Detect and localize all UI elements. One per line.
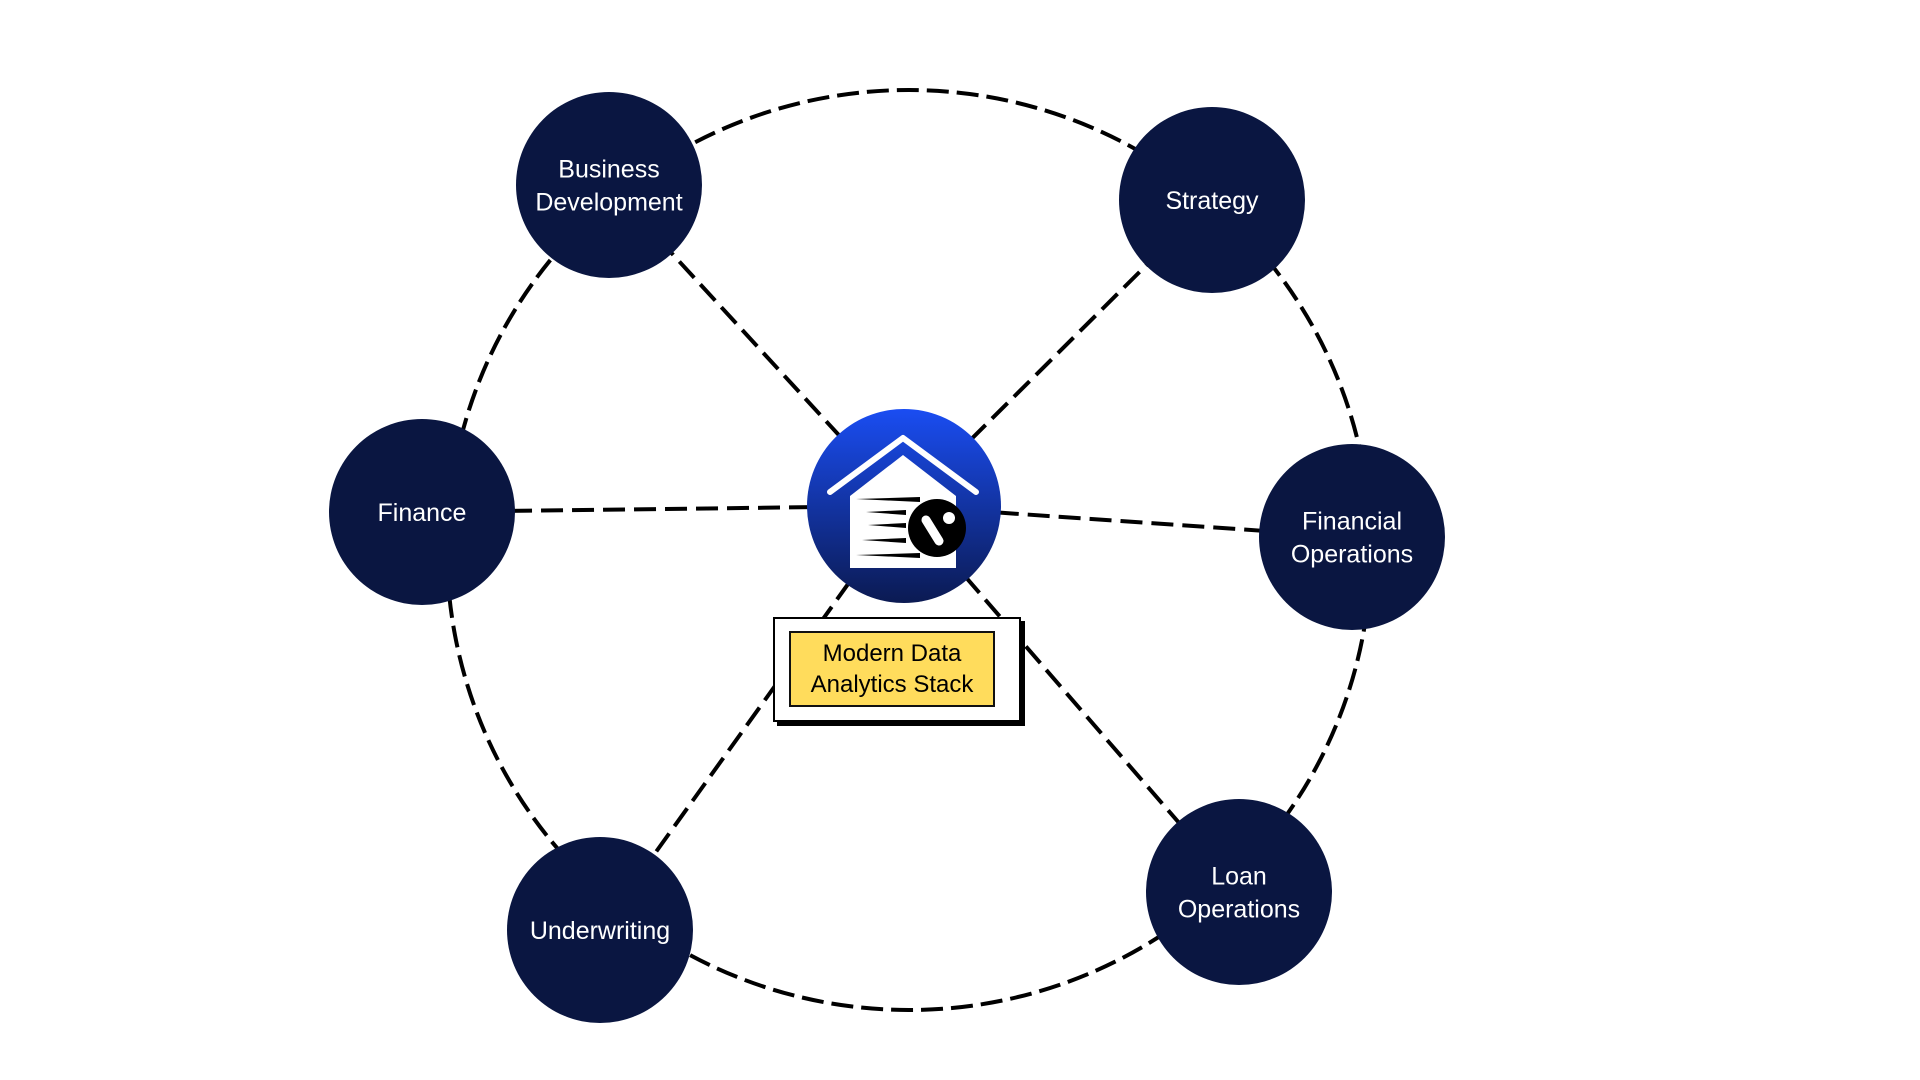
node-circle xyxy=(1146,799,1332,985)
node-label: Business xyxy=(558,156,659,184)
node-label: Underwriting xyxy=(530,917,670,945)
node-label: Operations xyxy=(1178,896,1300,924)
spoke-line-loan-operations xyxy=(902,504,1241,894)
node-circle xyxy=(1119,107,1305,293)
node-label: Development xyxy=(535,189,682,217)
node-circle xyxy=(507,837,693,1023)
node-label: Strategy xyxy=(1165,187,1259,215)
node-label: Loan xyxy=(1211,863,1267,891)
node-underwriting[interactable]: Underwriting xyxy=(507,837,693,1023)
node-label: Financial xyxy=(1302,508,1402,536)
stack-label-line-2: Analytics Stack xyxy=(810,671,974,698)
stack-label: Modern Data Analytics Stack xyxy=(789,631,995,707)
house-with-speeding-ball-logo-icon xyxy=(827,435,979,568)
node-strategy[interactable]: Strategy xyxy=(1119,107,1305,293)
stack-label-line-1: Modern Data xyxy=(822,640,962,667)
stack-label-card: Modern Data Analytics Stack xyxy=(773,617,1021,722)
node-label: Finance xyxy=(378,499,467,527)
node-circle xyxy=(516,92,702,278)
hub-node[interactable] xyxy=(807,409,1001,603)
node-circle xyxy=(329,419,515,605)
node-finance[interactable]: Finance xyxy=(329,419,515,605)
node-label: Operations xyxy=(1291,541,1413,569)
node-circle xyxy=(1259,444,1445,630)
